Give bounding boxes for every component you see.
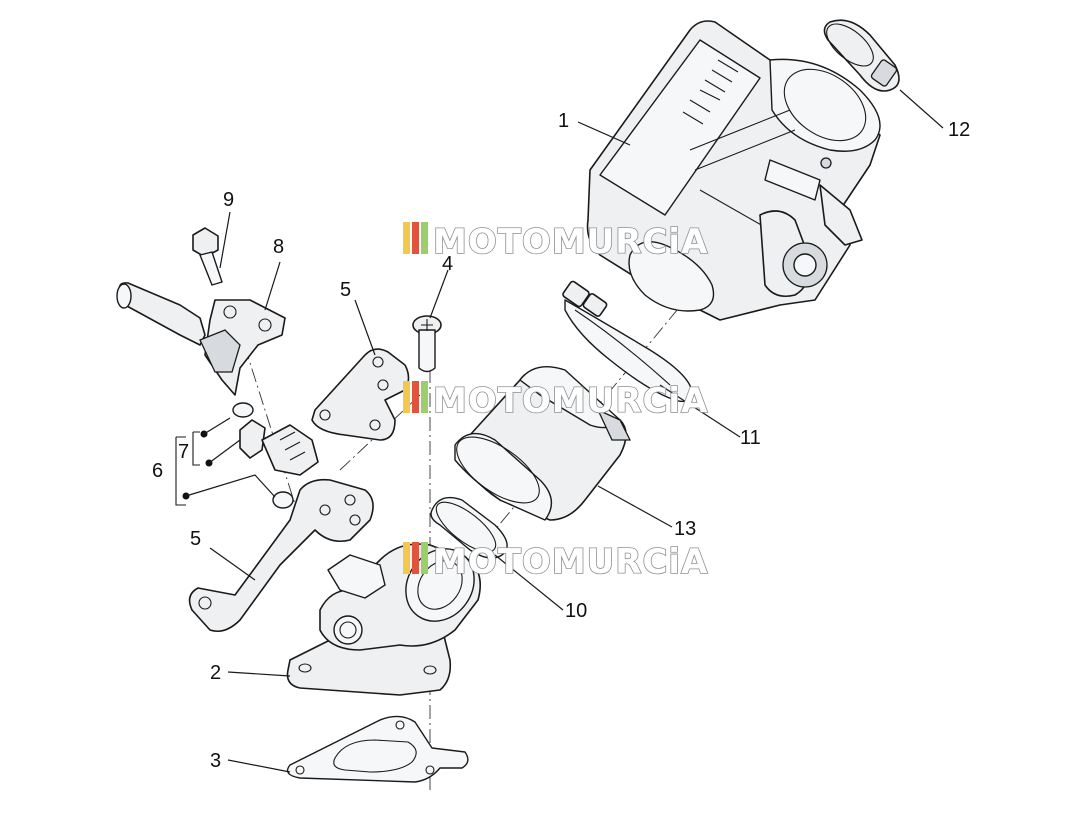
callout-7: 7 <box>178 441 189 463</box>
callout-9: 9 <box>223 189 234 211</box>
axis-sensor <box>229 299 301 521</box>
part-small-clamp <box>823 19 900 92</box>
part-lower-bracket <box>188 478 374 633</box>
watermark-middle: MOTOMURCiA <box>403 380 708 422</box>
watermark-stripe <box>412 381 419 413</box>
callout-3: 3 <box>210 750 221 772</box>
watermark-stripe <box>403 222 410 254</box>
callout-13: 13 <box>674 518 696 540</box>
callout-1: 1 <box>558 110 569 132</box>
watermark-text: MOTOMURCiA <box>433 381 708 421</box>
watermark-stripe <box>421 381 428 413</box>
leader-lines <box>209 89 944 773</box>
watermark-text: MOTOMURCiA <box>433 542 708 582</box>
callout-labels: 1 2 3 4 5 5 6 7 8 9 10 11 12 13 <box>152 110 970 772</box>
callout-12: 12 <box>948 119 970 141</box>
part-upper-bracket <box>311 348 410 441</box>
callout-4: 4 <box>442 253 453 275</box>
part-sensor-set <box>175 402 319 509</box>
part-hose-clamp <box>562 280 693 403</box>
part-screw <box>412 315 442 373</box>
callout-11: 11 <box>740 427 761 449</box>
part-intake-manifold <box>286 543 481 696</box>
callout-5-upper: 5 <box>340 279 351 301</box>
watermark-stripe <box>403 542 410 574</box>
watermark-stripe <box>403 381 410 413</box>
callout-5-lower: 5 <box>190 528 201 550</box>
watermark-text: MOTOMURCiA <box>433 222 708 262</box>
callout-10: 10 <box>565 600 587 622</box>
watermark-stripe <box>412 542 419 574</box>
part-gasket <box>286 715 469 783</box>
callout-2: 2 <box>210 662 221 684</box>
watermark-top: MOTOMURCiA <box>403 221 708 263</box>
part-sensor <box>116 282 286 396</box>
watermark-bottom: MOTOMURCiA <box>403 541 708 583</box>
watermark-stripe <box>412 222 419 254</box>
part-ring <box>430 496 508 559</box>
part-intake-sleeve <box>454 366 632 521</box>
callout-8: 8 <box>273 236 284 258</box>
callout-6: 6 <box>152 460 163 482</box>
part-bolt <box>192 227 223 286</box>
part-throttle-body <box>586 20 881 321</box>
watermark-stripe <box>421 222 428 254</box>
watermark-stripe <box>421 542 428 574</box>
